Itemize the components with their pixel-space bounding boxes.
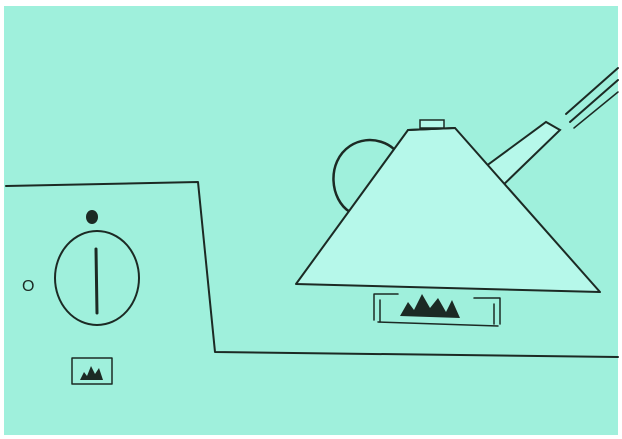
knob-off-label: O	[22, 279, 34, 295]
knob-indicator-dot	[86, 210, 98, 224]
